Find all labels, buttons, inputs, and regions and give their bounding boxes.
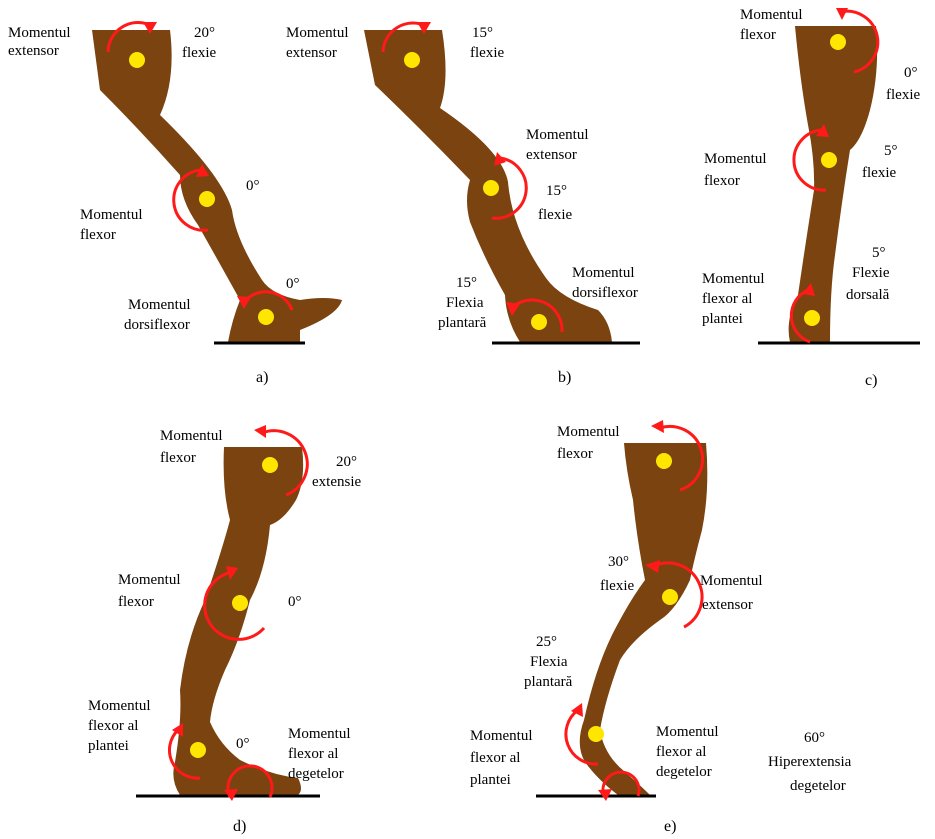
hip-moment-arrowhead-d bbox=[254, 425, 266, 438]
hip-angle-label-a: 20°flexie bbox=[182, 25, 216, 61]
hip-moment-arrowhead-e bbox=[651, 420, 664, 433]
ankle-joint-c bbox=[804, 310, 820, 326]
ankle-joint-a bbox=[258, 309, 274, 325]
hip-angle-label-c: 0°flexie bbox=[886, 65, 920, 103]
knee-joint-b bbox=[483, 180, 499, 196]
ankle-angle-label-d: 0° bbox=[236, 736, 250, 752]
hip-angle-label-d: 20°extensie bbox=[312, 454, 361, 490]
knee-joint-d bbox=[232, 595, 248, 611]
knee-joint-e bbox=[662, 589, 678, 605]
caption-e: e) bbox=[664, 818, 676, 835]
caption-a: a) bbox=[256, 369, 268, 386]
hip-joint-e bbox=[656, 453, 672, 469]
caption-d: d) bbox=[233, 818, 246, 835]
ankle-joint-b bbox=[531, 314, 547, 330]
hip-joint-b bbox=[404, 52, 420, 68]
leg-e-silhouette bbox=[580, 443, 708, 795]
knee-angle-label-a: 0° bbox=[246, 178, 260, 194]
knee-angle-label-b: 15°flexie bbox=[538, 183, 572, 223]
ankle-angle-label-a: 0° bbox=[286, 276, 300, 292]
caption-c: c) bbox=[865, 372, 877, 389]
knee-angle-label-c: 5°flexie bbox=[862, 143, 898, 181]
ankle-joint-e bbox=[588, 726, 604, 742]
hip-joint-d bbox=[262, 457, 278, 473]
hip-joint-a bbox=[129, 52, 145, 68]
knee-joint-a bbox=[199, 191, 215, 207]
knee-angle-label-d: 0° bbox=[288, 594, 302, 610]
caption-b: b) bbox=[558, 369, 571, 386]
knee-joint-c bbox=[821, 152, 837, 168]
hip-moment-arrowhead-c bbox=[836, 8, 848, 20]
leg-a-silhouette bbox=[92, 30, 342, 342]
hip-angle-label-b: 15°flexie bbox=[470, 25, 504, 61]
hip-joint-c bbox=[830, 34, 846, 50]
knee-angle-label-e: 30°flexie bbox=[600, 554, 634, 594]
ankle-joint-d bbox=[190, 742, 206, 758]
